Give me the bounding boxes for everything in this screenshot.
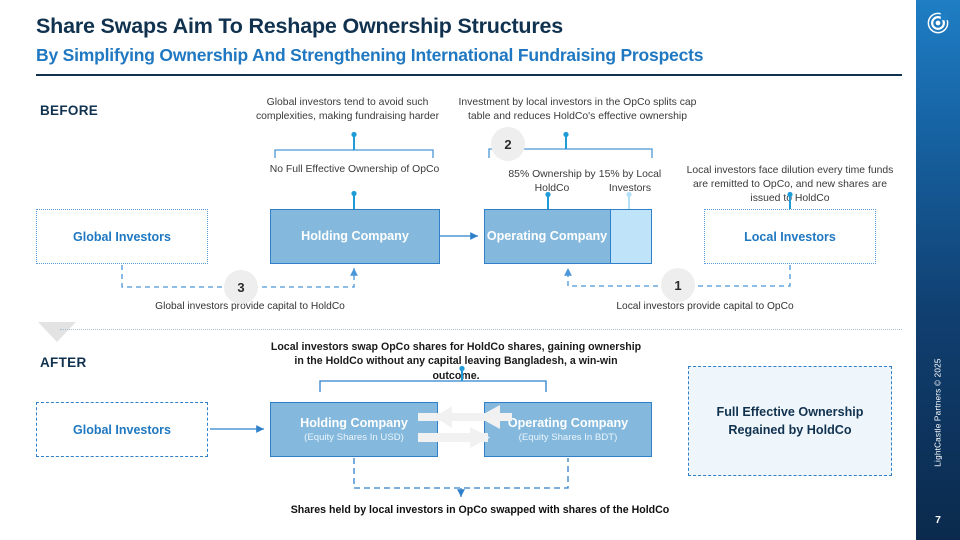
before-local-investors-box[interactable]: Local Investors [704, 209, 876, 264]
header-rule [36, 74, 902, 76]
ownership-minor-label: 15% by Local Investors [598, 169, 662, 195]
section-divider-triangle [38, 322, 76, 342]
note-global-capital: Global investors provide capital to Hold… [155, 301, 345, 312]
before-operating-company-box[interactable]: Operating Company [484, 209, 652, 264]
page-title: Share Swaps Aim To Reshape Ownership Str… [36, 14, 564, 38]
after-operating-company-label: Operating Company [507, 416, 629, 431]
before-holding-company-label: Holding Company [301, 229, 409, 244]
ownership-major-label: 85% Ownership by HoldCo [508, 169, 596, 195]
after-result-label: Full Effective Ownership Regained by Hol… [716, 404, 864, 437]
page-subtitle: By Simplifying Ownership And Strengtheni… [36, 45, 704, 65]
before-operating-company-label: Operating Company [486, 229, 608, 244]
dashed-after-bottom-bracket [353, 458, 569, 497]
step-badge-3[interactable]: 3 [224, 270, 258, 304]
right-rail: LightCastle Partners © 2025 7 [916, 0, 960, 540]
after-holding-company-sublabel: (Equity Shares In USD) [304, 431, 404, 443]
after-result-box: Full Effective Ownership Regained by Hol… [688, 366, 892, 476]
after-operating-company-box[interactable]: Operating Company (Equity Shares In BDT) [484, 402, 652, 457]
after-holding-company-box[interactable]: Holding Company (Equity Shares In USD) [270, 402, 438, 457]
section-divider-line [60, 329, 902, 330]
before-global-investors-box[interactable]: Global Investors [36, 209, 208, 264]
note-local-capital: Local investors provide capital to OpCo [616, 301, 794, 312]
after-operating-company-sublabel: (Equity Shares In BDT) [518, 431, 618, 443]
section-label-before: BEFORE [40, 103, 99, 118]
page-number: 7 [935, 514, 941, 526]
callout-global-complexity: Global investors tend to avoid such comp… [255, 97, 440, 123]
rail-copyright: LightCastle Partners © 2025 [933, 358, 943, 467]
section-label-after: AFTER [40, 355, 87, 370]
callout-local-dilution: Local investors face dilution every time… [686, 165, 894, 205]
before-opco-minority-split [609, 210, 651, 263]
before-global-investors-label: Global Investors [73, 229, 171, 244]
before-holding-company-box[interactable]: Holding Company [270, 209, 440, 264]
after-global-investors-box[interactable]: Global Investors [36, 402, 208, 457]
after-global-investors-label: Global Investors [73, 422, 171, 437]
after-holding-company-label: Holding Company [300, 416, 408, 431]
before-local-investors-label: Local Investors [744, 229, 836, 244]
step-badge-1[interactable]: 1 [661, 268, 695, 302]
target-circle-logo-icon [927, 12, 949, 34]
callout-share-swap: Local investors swap OpCo shares for Hol… [270, 341, 642, 382]
bracket-label-no-full-ownership: No Full Effective Ownership of OpCo [269, 164, 440, 175]
note-share-swap-summary: Shares held by local investors in OpCo s… [290, 504, 670, 516]
step-badge-2[interactable]: 2 [491, 127, 525, 161]
callout-cap-table-split: Investment by local investors in the OpC… [458, 97, 697, 123]
